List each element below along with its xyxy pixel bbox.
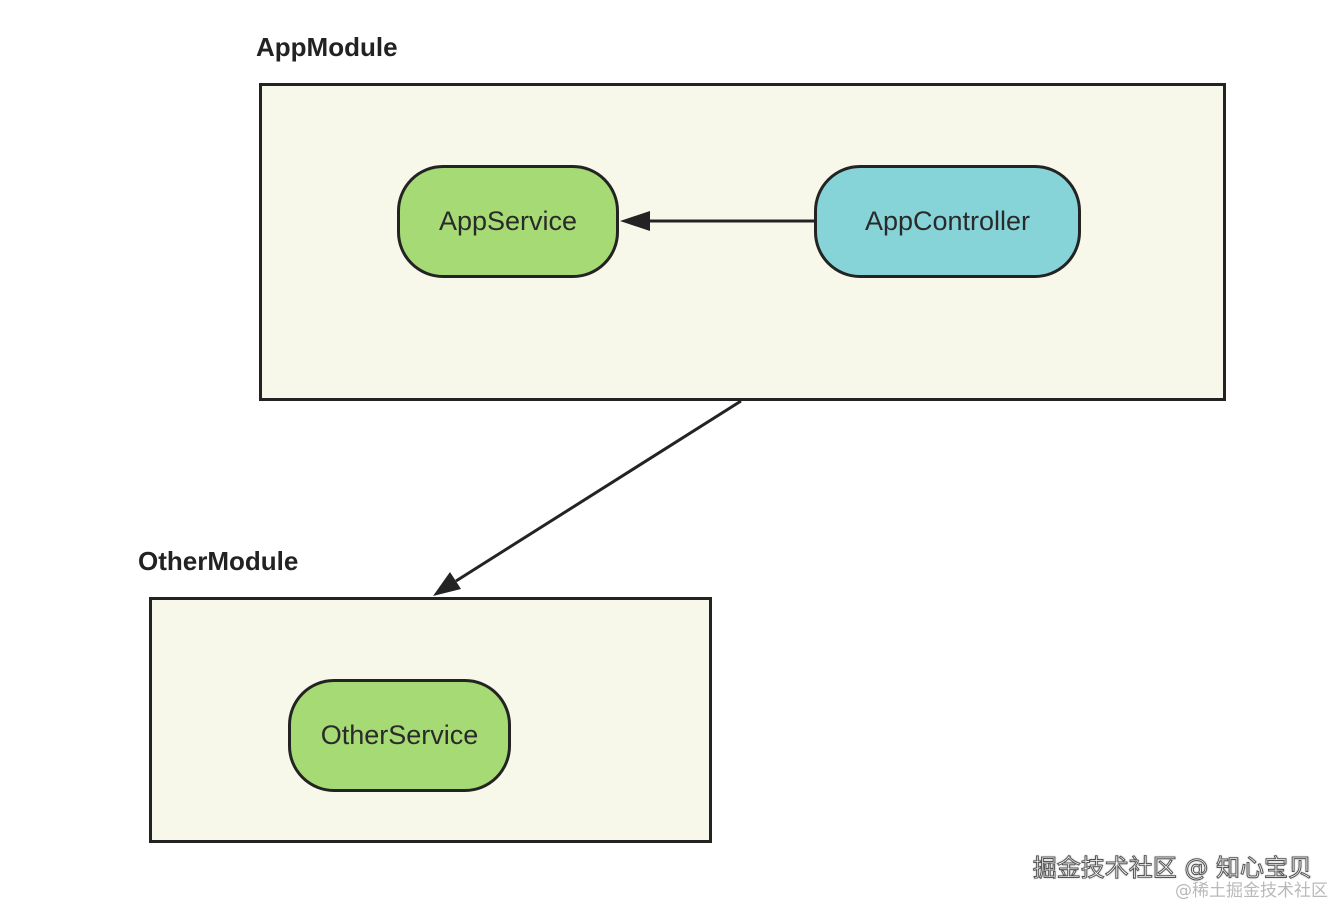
- app-module-title: AppModule: [256, 32, 398, 62]
- otherservice-label: OtherService: [320, 720, 479, 750]
- appservice-label: AppService: [438, 206, 578, 236]
- watermark-main: 掘金技术社区 @ 知心宝贝: [1032, 854, 1312, 883]
- arrowhead-icon: [433, 572, 461, 596]
- watermark-sub: @稀土掘金技术社区: [1175, 881, 1328, 901]
- edge-appmodule-to-othermodule: [433, 399, 742, 596]
- appcontroller-label: AppController: [864, 206, 1031, 236]
- otherservice-node: OtherService: [288, 679, 511, 792]
- appcontroller-node: AppController: [814, 165, 1081, 278]
- other-module-title: OtherModule: [138, 546, 299, 576]
- appservice-node: AppService: [397, 165, 619, 278]
